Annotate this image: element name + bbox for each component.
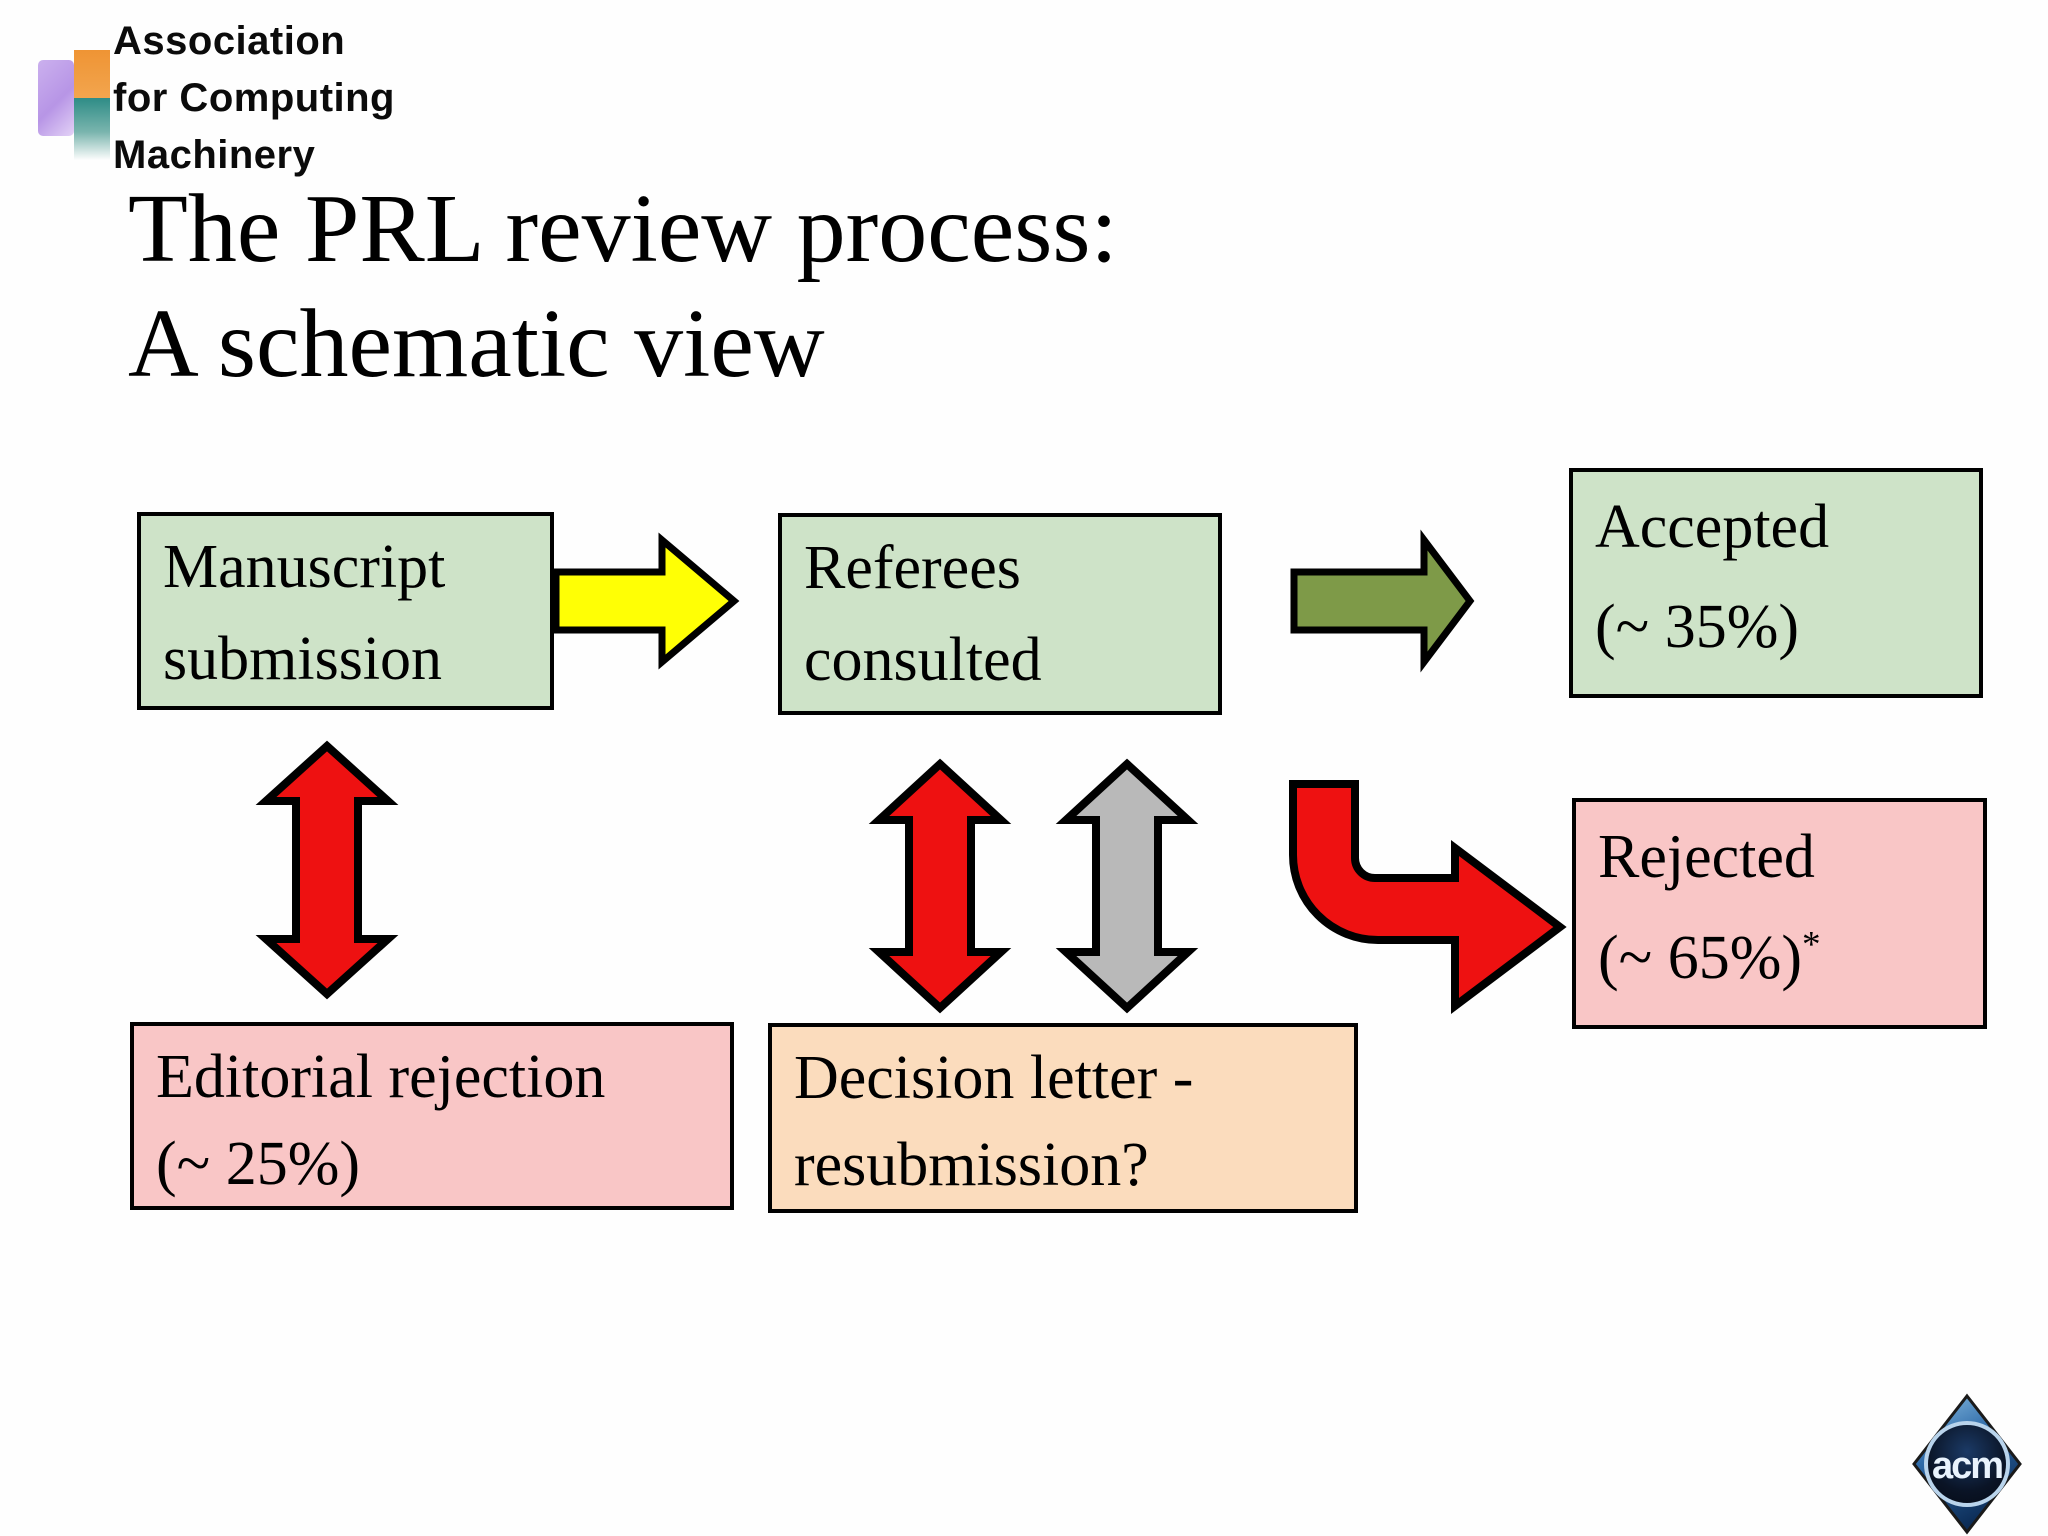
acm-mark-teal-bar — [74, 98, 110, 160]
referees-consulted-box: Referees consulted — [778, 513, 1222, 715]
decision-line-1: Decision letter - — [794, 1044, 1194, 1112]
editorial-rejection-box: Editorial rejection (~ 25%) — [130, 1022, 734, 1210]
org-line-1: Association — [113, 19, 346, 63]
arrow-referees-decision-gray-icon — [1055, 758, 1199, 1014]
slide-title: The PRL review process:A schematic view — [128, 172, 1118, 402]
title-line-2: A schematic view — [128, 290, 825, 398]
accepted-percentage: (~ 35%) — [1595, 593, 1799, 662]
decision-letter-box: Decision letter - resubmission? — [768, 1023, 1358, 1213]
arrow-to-rejected-curved-icon — [1289, 780, 1567, 1015]
rejected-line-1: Rejected — [1598, 823, 1815, 891]
acm-wordmark-icon — [38, 50, 112, 160]
decision-line-2: resubmission? — [794, 1130, 1149, 1199]
arrow-referees-decision-red-icon — [868, 758, 1012, 1014]
rejected-box: Rejected (~ 65%)* — [1572, 798, 1987, 1029]
acm-mark-purple-bar — [38, 60, 74, 136]
rejected-percentage: (~ 65%)* — [1598, 924, 1821, 993]
arrow-submission-to-referees-icon — [552, 532, 740, 670]
manuscript-submission-box: Manuscript submission — [137, 512, 554, 710]
rejected-footnote-asterisk: * — [1801, 924, 1821, 966]
arrow-manuscript-editorial-icon — [255, 740, 399, 1000]
title-line-1: The PRL review process: — [128, 175, 1118, 283]
org-line-2: for Computing — [113, 76, 395, 120]
editorial-line-1: Editorial rejection — [156, 1043, 606, 1111]
accepted-line-1: Accepted — [1595, 493, 1830, 561]
org-line-3: Machinery — [113, 133, 316, 177]
manuscript-line-2: submission — [163, 624, 443, 693]
arrow-referees-to-accepted-icon — [1290, 529, 1475, 673]
manuscript-line-1: Manuscript — [163, 533, 446, 601]
editorial-percentage: (~ 25%) — [156, 1129, 360, 1198]
referees-line-1: Referees — [804, 534, 1021, 602]
accepted-box: Accepted (~ 35%) — [1569, 468, 1983, 698]
referees-line-2: consulted — [804, 625, 1042, 694]
acm-mark-orange-bar — [74, 50, 110, 98]
